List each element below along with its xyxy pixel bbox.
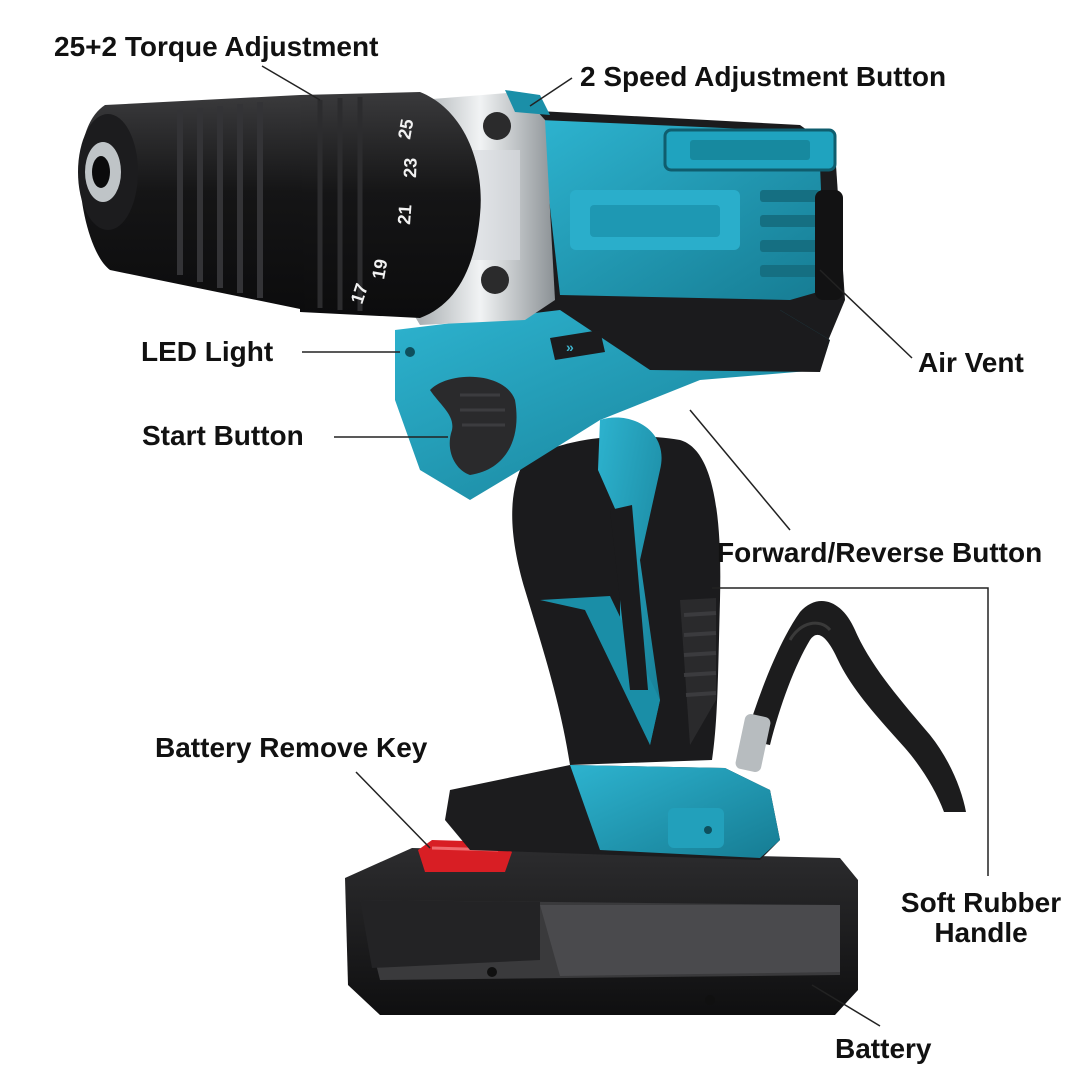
torque-number: 21 xyxy=(394,204,415,225)
led-light xyxy=(405,347,415,357)
battery-pack xyxy=(345,765,858,1015)
callout-lines xyxy=(261,65,989,1027)
leader-soft-rubber xyxy=(712,587,989,876)
label-torque-adjustment: 25+2 Torque Adjustment xyxy=(54,31,379,62)
label-speed-adjustment: 2 Speed Adjustment Button xyxy=(580,61,947,92)
forward-reverse-switch xyxy=(550,330,605,360)
leader-battery-key xyxy=(355,771,431,849)
label-led-light: LED Light xyxy=(141,336,274,367)
drill-chuck xyxy=(78,95,305,310)
label-soft-rubber-handle: Soft Rubber Handle xyxy=(886,888,1076,948)
label-battery-remove-key: Battery Remove Key xyxy=(155,732,428,763)
torque-scale: 17 19 21 23 25 xyxy=(347,117,421,306)
wrist-strap xyxy=(735,600,966,812)
leader-battery xyxy=(811,984,881,1027)
leader-fr xyxy=(689,409,791,531)
leader-speed xyxy=(529,77,573,107)
torque-ring: 17 19 21 23 25 xyxy=(300,92,481,318)
drill-body: » xyxy=(395,110,845,500)
drill-handle xyxy=(512,417,721,765)
label-soft-rubber-line2: Handle xyxy=(934,917,1028,948)
label-air-vent: Air Vent xyxy=(918,347,1024,378)
label-forward-reverse: Forward/Reverse Button xyxy=(717,537,1043,568)
soft-rubber-grip xyxy=(680,598,717,745)
label-start-button: Start Button xyxy=(142,420,304,451)
label-battery: Battery xyxy=(835,1033,932,1064)
torque-number: 23 xyxy=(400,157,421,178)
leader-torque xyxy=(261,65,321,101)
air-vent xyxy=(663,128,843,300)
speed-selector xyxy=(505,90,550,115)
svg-text:»: » xyxy=(566,339,574,355)
torque-number: 19 xyxy=(368,257,391,280)
leader-vent xyxy=(819,269,913,359)
torque-number: 25 xyxy=(394,117,417,140)
label-soft-rubber-line1: Soft Rubber xyxy=(900,887,1062,918)
